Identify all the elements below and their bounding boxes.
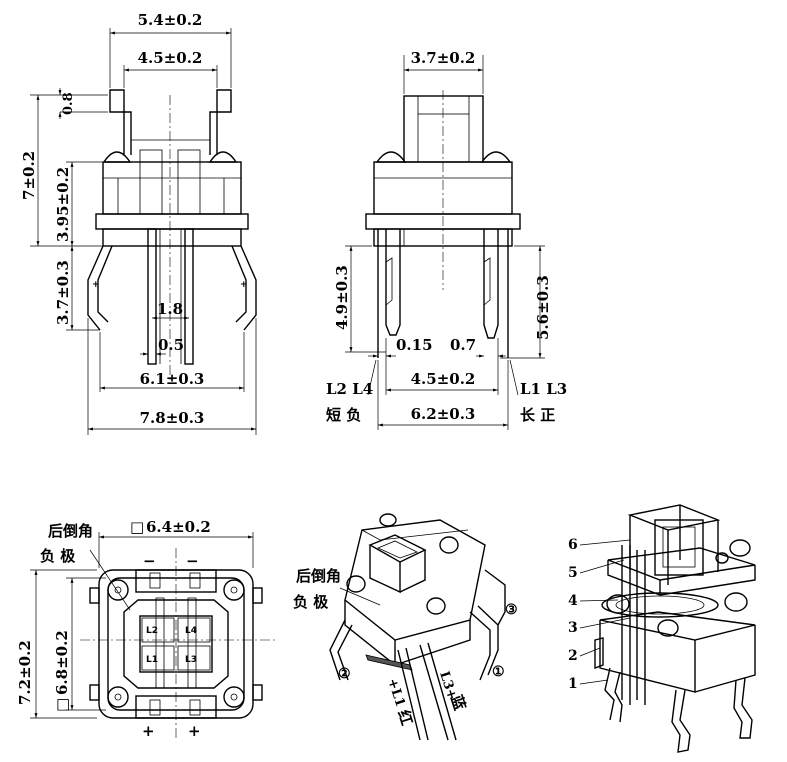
cell-l2: L2: [146, 626, 158, 636]
cell-l4: L4: [185, 626, 197, 636]
dim-cap-width: 3.7±0.2: [411, 49, 476, 67]
left-pins-meaning: 短 负: [326, 406, 361, 424]
minus-2: −: [186, 552, 199, 570]
top-box-symbol: □: [130, 518, 144, 536]
dim-pin-span: 6.1±0.3: [140, 370, 205, 388]
iso-marker-3: ③: [505, 602, 518, 618]
cell-l1: L1: [146, 655, 158, 665]
side-view: 3.7±0.2 4.9±0.3 5.6±0.3 0.15 0.7 4.5±0.2…: [326, 49, 567, 430]
dim-inner-span: 4.5±0.2: [411, 370, 476, 388]
dim-short-pin: 4.9±0.3: [333, 265, 351, 330]
dim-overall-width: 7.8±0.3: [140, 409, 205, 427]
top-chamfer-note-2: 负 极: [40, 547, 76, 565]
left-pins-label: L2 L4: [326, 380, 373, 398]
part-6: 6: [568, 537, 578, 553]
part-2: 2: [568, 648, 578, 664]
right-pins-label: L1 L3: [520, 380, 567, 398]
cell-l3: L3: [185, 655, 197, 665]
dim-top-inner: 4.5±0.2: [138, 49, 203, 67]
dim-top-outer: 5.4±0.2: [138, 11, 203, 29]
dim-top-height-outer: 7.2±0.2: [16, 640, 34, 705]
svg-text:+: +: [92, 280, 100, 290]
dim-pin-width: 0.5: [158, 336, 184, 354]
part-5: 5: [568, 565, 578, 581]
dim-cap-height: 0.8: [61, 92, 76, 115]
iso-marker-2: ②: [338, 666, 351, 682]
exploded-view: 6 5 4 3 2 1: [568, 504, 756, 753]
top-box-symbol-v: □: [53, 698, 71, 712]
dim-pin-thickness: 0.15: [396, 336, 433, 354]
iso-lead-l1: +L1: [384, 677, 407, 709]
dim-side-pin-width: 0.7: [450, 336, 476, 354]
iso-lead-l3-color: 蓝: [447, 693, 469, 713]
iso-chamfer-note-2: 负 极: [293, 593, 329, 611]
svg-text:+: +: [240, 280, 248, 290]
dim-long-pin: 5.6±0.3: [534, 275, 552, 340]
plus-2: +: [188, 722, 201, 740]
part-3: 3: [568, 620, 578, 636]
iso-marker-1: ①: [492, 664, 505, 680]
top-view: L2 L4 L1 L3 后倒角 负 极 □ 6.4±0.2 − − + + 7.…: [16, 518, 275, 740]
part-4: 4: [568, 593, 578, 609]
dim-top-width: 6.4±0.2: [146, 518, 211, 536]
right-pins-meaning: 长 正: [520, 406, 555, 424]
part-1: 1: [568, 676, 578, 692]
iso-chamfer-note-1: 后倒角: [296, 567, 341, 585]
minus-1: −: [143, 552, 156, 570]
dim-pin-pitch: 1.8: [157, 300, 183, 318]
dim-body-height: 3.95±0.2: [54, 167, 72, 242]
iso-lead-l1-color: 红: [394, 708, 416, 728]
dim-outer-span: 6.2±0.3: [411, 405, 476, 423]
iso-view: ③ ① ② 后倒角 负 极 +L1 红 L3+ 蓝: [293, 513, 518, 741]
top-chamfer-note-1: 后倒角: [48, 522, 93, 540]
plus-1: +: [142, 722, 155, 740]
front-view: + + 5.4±0.2 4.5±0.2 0.8 7±0.2 3.95±0.2 3…: [20, 11, 257, 435]
dim-top-height-inner: 6.8±0.2: [53, 630, 71, 695]
dim-total-height: 7±0.2: [20, 151, 38, 200]
dim-leg-height: 3.7±0.3: [54, 260, 72, 325]
